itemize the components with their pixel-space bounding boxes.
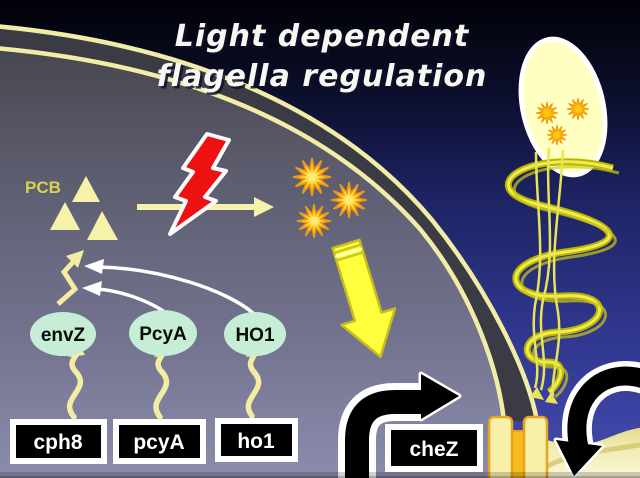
title-line2-shadow: flagella regulation: [159, 62, 490, 97]
pcb-triangle-icon: [50, 202, 80, 230]
ho1-label: HO1: [235, 325, 275, 346]
envz-label: envZ: [41, 325, 86, 346]
rotation-arrow: [553, 361, 640, 478]
pcb-label: PCB: [25, 178, 61, 197]
flagellum-tip: [530, 387, 544, 400]
slide-bottom-edge: [0, 472, 640, 478]
ho1-gene-label: ho1: [237, 430, 275, 453]
arrowhead-icon: [84, 259, 104, 274]
protein-nodes: envZ PcyA HO1: [30, 310, 286, 356]
title-line2: flagella regulation: [157, 59, 488, 94]
pcya-ellipse: [129, 310, 197, 356]
channel-left-subunit: [487, 415, 514, 478]
slide-bottom-edge-line: [0, 476, 640, 478]
pcya-gene-box: [113, 419, 206, 464]
envz-zigzag-arrow: [56, 250, 84, 306]
cph8-label: cph8: [33, 431, 82, 454]
pcya-gene-label: pcyA: [133, 431, 184, 454]
outer-membrane-line: [0, 24, 540, 422]
arrowhead-icon: [82, 281, 102, 296]
title-line1-shadow: Light dependent: [177, 22, 472, 57]
gene-boxes: cph8 pcyA ho1 cheZ: [10, 418, 483, 472]
lightning-bolt-icon: [168, 132, 231, 236]
flagellum-strand: [539, 147, 552, 391]
flagellum-strand: [551, 149, 565, 397]
pcb-triangles: [50, 176, 118, 240]
arrowhead-icon: [254, 197, 274, 217]
pcb-triangle-icon: [72, 176, 100, 202]
channel-right-subunit: [522, 415, 549, 478]
ho1-ellipse: [224, 312, 286, 356]
chez-signal-arrow: [338, 371, 462, 478]
membrane-channel: [487, 415, 549, 478]
flagellum-strand: [532, 151, 542, 389]
ho1-contribution-arrow: [84, 259, 255, 315]
bacterium: [518, 36, 608, 178]
inner-membrane-line: [0, 46, 507, 422]
chez-box: [385, 424, 483, 472]
pcya-label: PcyA: [139, 324, 187, 345]
ho1-gene-box: [215, 418, 298, 462]
flagella: [508, 147, 621, 404]
chez-label: cheZ: [409, 438, 458, 461]
slide-title: Light dependent Light dependent flagella…: [157, 19, 490, 97]
title-line1: Light dependent: [175, 19, 470, 54]
signal-down-arrow: [331, 238, 397, 359]
envz-ellipse: [30, 312, 96, 356]
cell-interior: [0, 48, 504, 478]
flagellum-tip: [545, 392, 558, 404]
pcya-contribution-arrow: [82, 281, 168, 315]
arrowhead-icon: [66, 250, 84, 268]
bacterium-body: [518, 36, 608, 178]
membrane-gap: [0, 26, 537, 421]
cph8-box: [10, 419, 107, 464]
pcb-triangle-icon: [87, 211, 118, 240]
